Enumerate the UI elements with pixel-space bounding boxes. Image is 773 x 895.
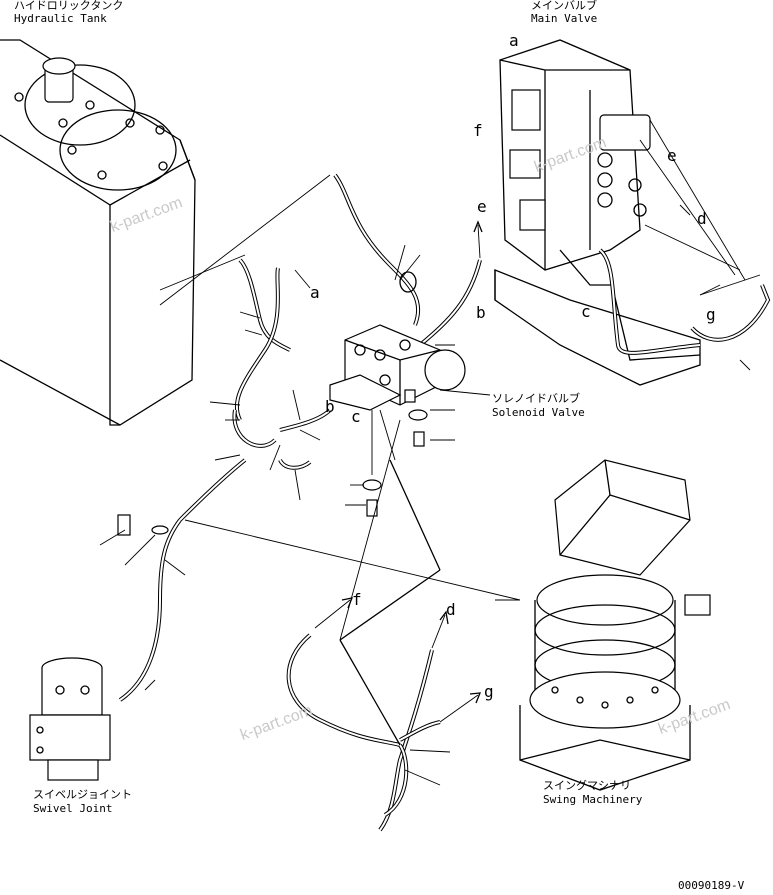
solenoid-valve	[329, 324, 491, 517]
drawing-number: 00090189-V	[678, 879, 745, 892]
connection-letter-g: g	[484, 682, 494, 701]
connection-letter-c: c	[581, 302, 591, 321]
hydraulic-tank-label-en: Hydraulic Tank	[14, 12, 107, 25]
solenoid-valve-label-jp: ソレノイドバルブ	[492, 392, 580, 405]
main-valve-label-en: Main Valve	[531, 12, 598, 25]
hose-g	[639, 119, 771, 371]
swivel-joint-label-jp: スイベルジョイント	[33, 788, 132, 801]
connection-letter-b: b	[325, 397, 335, 416]
connection-letter-f: f	[352, 590, 362, 609]
hose-group-tank	[178, 173, 482, 522]
connection-letter-d: d	[697, 209, 707, 228]
swing-machinery	[495, 459, 711, 791]
hydraulic-tank-label-jp: ハイドロリックタンク	[14, 0, 124, 12]
connection-letter-e: e	[667, 146, 677, 165]
swing-machinery-label-en: Swing Machinery	[543, 793, 643, 806]
connection-letter-a: a	[509, 31, 519, 50]
connection-letter-a: a	[310, 283, 320, 302]
connection-letter-g: g	[706, 305, 716, 324]
connection-letter-c: c	[351, 407, 361, 426]
swing-machinery-label-jp: スイングマシナリ	[543, 779, 631, 792]
main-valve-label-jp: メインバルブ	[531, 0, 597, 12]
connection-letter-f: f	[473, 121, 483, 140]
swivel-joint	[29, 514, 521, 781]
swivel-joint-label-en: Swivel Joint	[33, 802, 113, 815]
solenoid-valve-label-en: Solenoid Valve	[492, 406, 585, 419]
connection-letter-e: e	[477, 197, 487, 216]
hydraulic-tank	[0, 39, 331, 426]
connection-letter-d: d	[446, 600, 456, 619]
hose-group-lower	[286, 419, 451, 832]
connection-letter-b: b	[476, 303, 486, 322]
main-valve	[494, 39, 701, 386]
connection-arrows	[294, 204, 721, 723]
